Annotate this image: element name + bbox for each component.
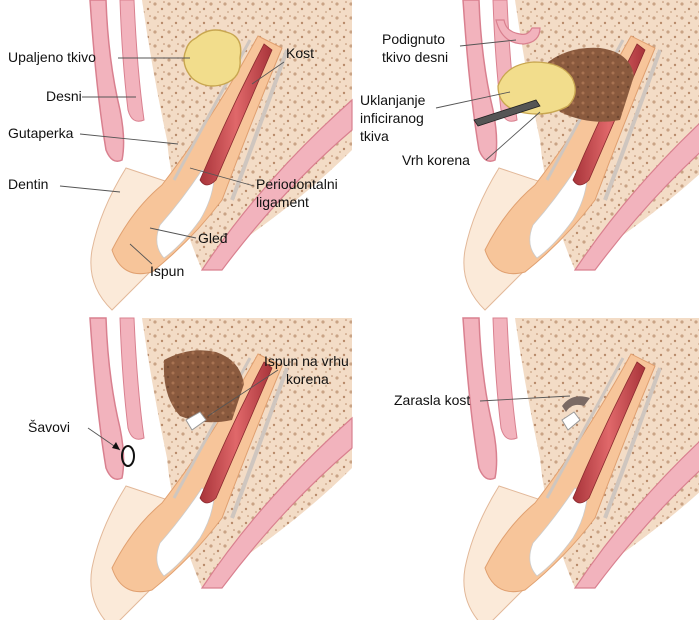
label-removal-1: Uklanjanje bbox=[360, 92, 426, 108]
label-apex-filling-2: korena bbox=[286, 371, 329, 387]
label-removal-2: inficiranog bbox=[360, 110, 424, 126]
label-inflamed-tissue: Upaljeno tkivo bbox=[8, 49, 96, 65]
panel-1: Upaljeno tkivo Kost Desni Gutaperka Dent… bbox=[8, 0, 352, 310]
label-gum: Desni bbox=[46, 88, 82, 104]
label-removal-3: tkiva bbox=[360, 128, 389, 144]
label-filling: Ispun bbox=[150, 263, 184, 279]
label-healed-bone: Zarasla kost bbox=[394, 392, 470, 408]
label-periodontal-1: Periodontalni bbox=[256, 176, 338, 192]
label-apex-filling-1: Ispun na vrhu bbox=[264, 353, 349, 369]
label-sutures: Šavovi bbox=[28, 419, 70, 435]
panel-3: Šavovi Ispun na vrhu korena bbox=[28, 318, 352, 620]
label-enamel: Gleđ bbox=[198, 230, 228, 246]
tooth-panel-2 bbox=[463, 0, 699, 310]
panel-2: Podignuto tkivo desni Uklanjanje inficir… bbox=[360, 0, 699, 310]
label-periodontal-2: ligament bbox=[256, 194, 309, 210]
tooth-panel-4 bbox=[463, 318, 699, 620]
label-raised-gum-1: Podignuto bbox=[382, 31, 445, 47]
label-raised-gum-2: tkivo desni bbox=[382, 49, 448, 65]
label-root-apex: Vrh korena bbox=[402, 152, 470, 168]
panel-4: Zarasla kost bbox=[394, 318, 699, 620]
label-gutta-percha: Gutaperka bbox=[8, 125, 74, 141]
label-dentin: Dentin bbox=[8, 176, 48, 192]
label-bone: Kost bbox=[286, 45, 314, 61]
